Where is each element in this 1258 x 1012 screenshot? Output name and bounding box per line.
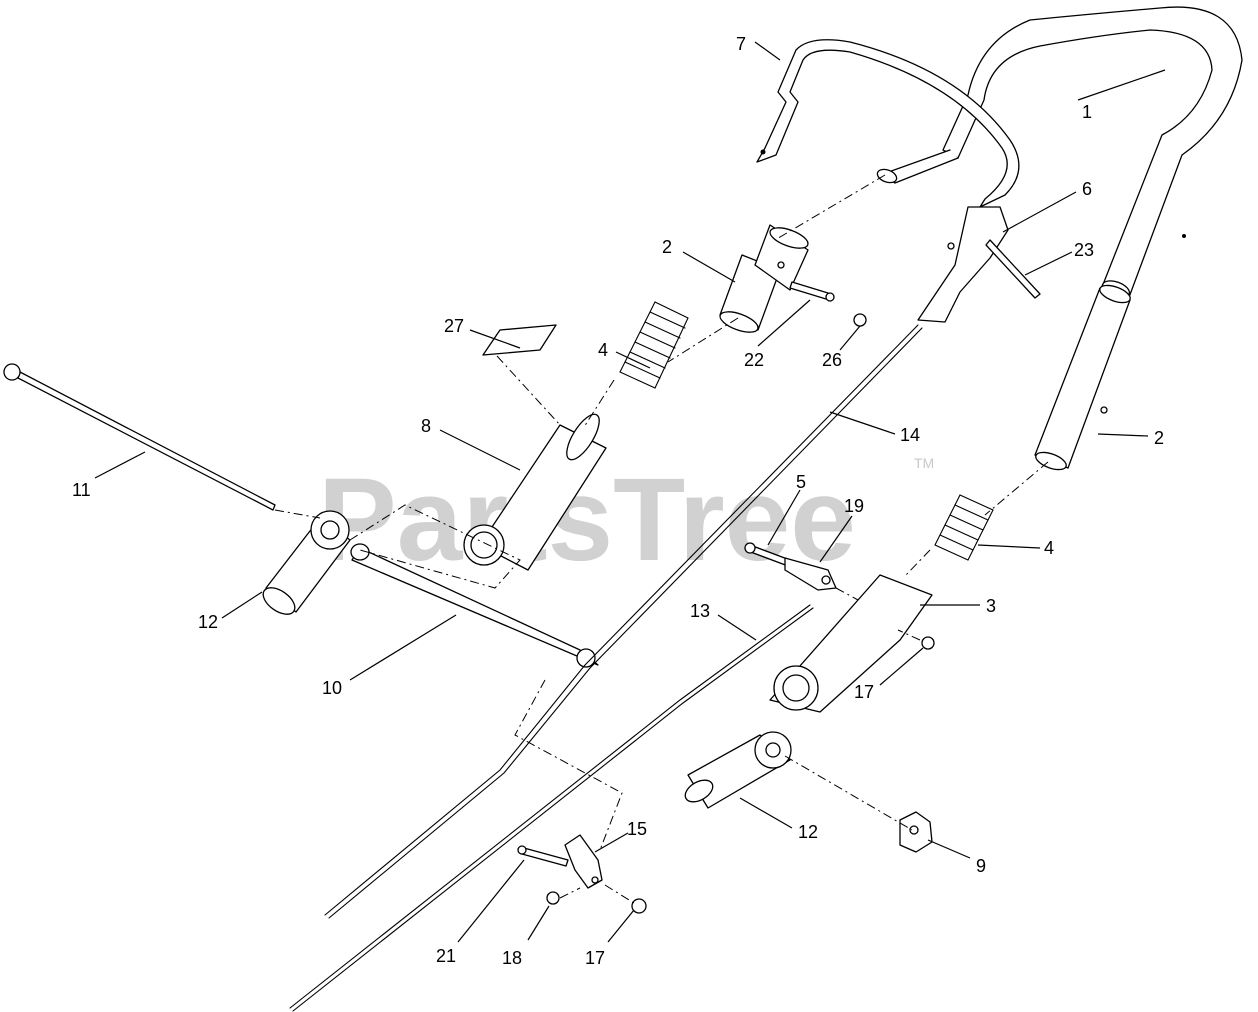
callout-18: 18 bbox=[502, 948, 522, 968]
part-12-right-knuckle bbox=[684, 731, 792, 809]
callout-3: 3 bbox=[986, 596, 996, 616]
callout-13: 13 bbox=[690, 601, 710, 621]
callout-15: 15 bbox=[627, 819, 647, 839]
part-26-nut bbox=[853, 313, 867, 327]
part-3-arm bbox=[769, 574, 933, 713]
part-19-link bbox=[784, 557, 837, 591]
part-27-decal bbox=[482, 324, 557, 356]
assembly-lines bbox=[274, 174, 1049, 904]
callout-12-left: 12 bbox=[198, 612, 218, 632]
callout-14: 14 bbox=[900, 425, 920, 445]
callout-22: 22 bbox=[744, 350, 764, 370]
part-14-cable bbox=[324, 324, 923, 919]
watermark-tm: TM bbox=[914, 455, 934, 471]
leader-lines bbox=[94, 41, 1166, 943]
part-23-pin bbox=[985, 239, 1041, 299]
part-22-bolt bbox=[789, 281, 835, 302]
callout-19: 19 bbox=[844, 496, 864, 516]
part-13-cable bbox=[289, 604, 814, 1012]
part-4-lower-spring bbox=[934, 494, 994, 561]
part-21-screw bbox=[517, 845, 569, 867]
callout-11: 11 bbox=[72, 480, 91, 500]
part-10-shaft bbox=[350, 543, 599, 668]
part-2-lower-sleeve bbox=[1034, 284, 1131, 471]
callout-26: 26 bbox=[822, 350, 842, 370]
callout-9: 9 bbox=[976, 856, 986, 876]
callout-8: 8 bbox=[421, 416, 431, 436]
callout-12-right: 12 bbox=[798, 822, 818, 842]
callout-23: 23 bbox=[1074, 240, 1094, 260]
callout-4-lower: 4 bbox=[1044, 538, 1054, 558]
part-18-washer bbox=[546, 891, 560, 905]
callout-5: 5 bbox=[796, 472, 806, 492]
part-6-bracket bbox=[917, 206, 1009, 323]
part-17-nut-right bbox=[921, 636, 935, 650]
callout-4-upper: 4 bbox=[598, 340, 608, 360]
part-8-tube bbox=[463, 413, 607, 571]
part-12-left-knuckle bbox=[262, 510, 351, 615]
callout-21: 21 bbox=[436, 946, 456, 966]
callout-7: 7 bbox=[736, 34, 746, 54]
callout-27: 27 bbox=[444, 316, 464, 336]
part-15-clamp bbox=[564, 834, 603, 889]
callout-17-lower: 17 bbox=[585, 948, 605, 968]
callout-2-lower: 2 bbox=[1154, 428, 1164, 448]
part-17-nut-lower bbox=[631, 898, 647, 914]
part-1-upper-handle bbox=[876, 6, 1243, 301]
part-9-knob bbox=[899, 811, 933, 853]
part-4-upper-spring bbox=[619, 301, 689, 389]
callout-6: 6 bbox=[1082, 179, 1092, 199]
callouts: 1 7 6 23 2 22 26 4 27 8 11 14 2 4 5 19 3… bbox=[72, 34, 1164, 968]
part-2-upper-sleeve bbox=[719, 224, 809, 333]
callout-17-right: 17 bbox=[854, 682, 874, 702]
callout-2-upper: 2 bbox=[662, 237, 672, 257]
callout-10: 10 bbox=[322, 678, 342, 698]
part-11-rod bbox=[3, 363, 276, 511]
callout-1: 1 bbox=[1082, 102, 1092, 122]
